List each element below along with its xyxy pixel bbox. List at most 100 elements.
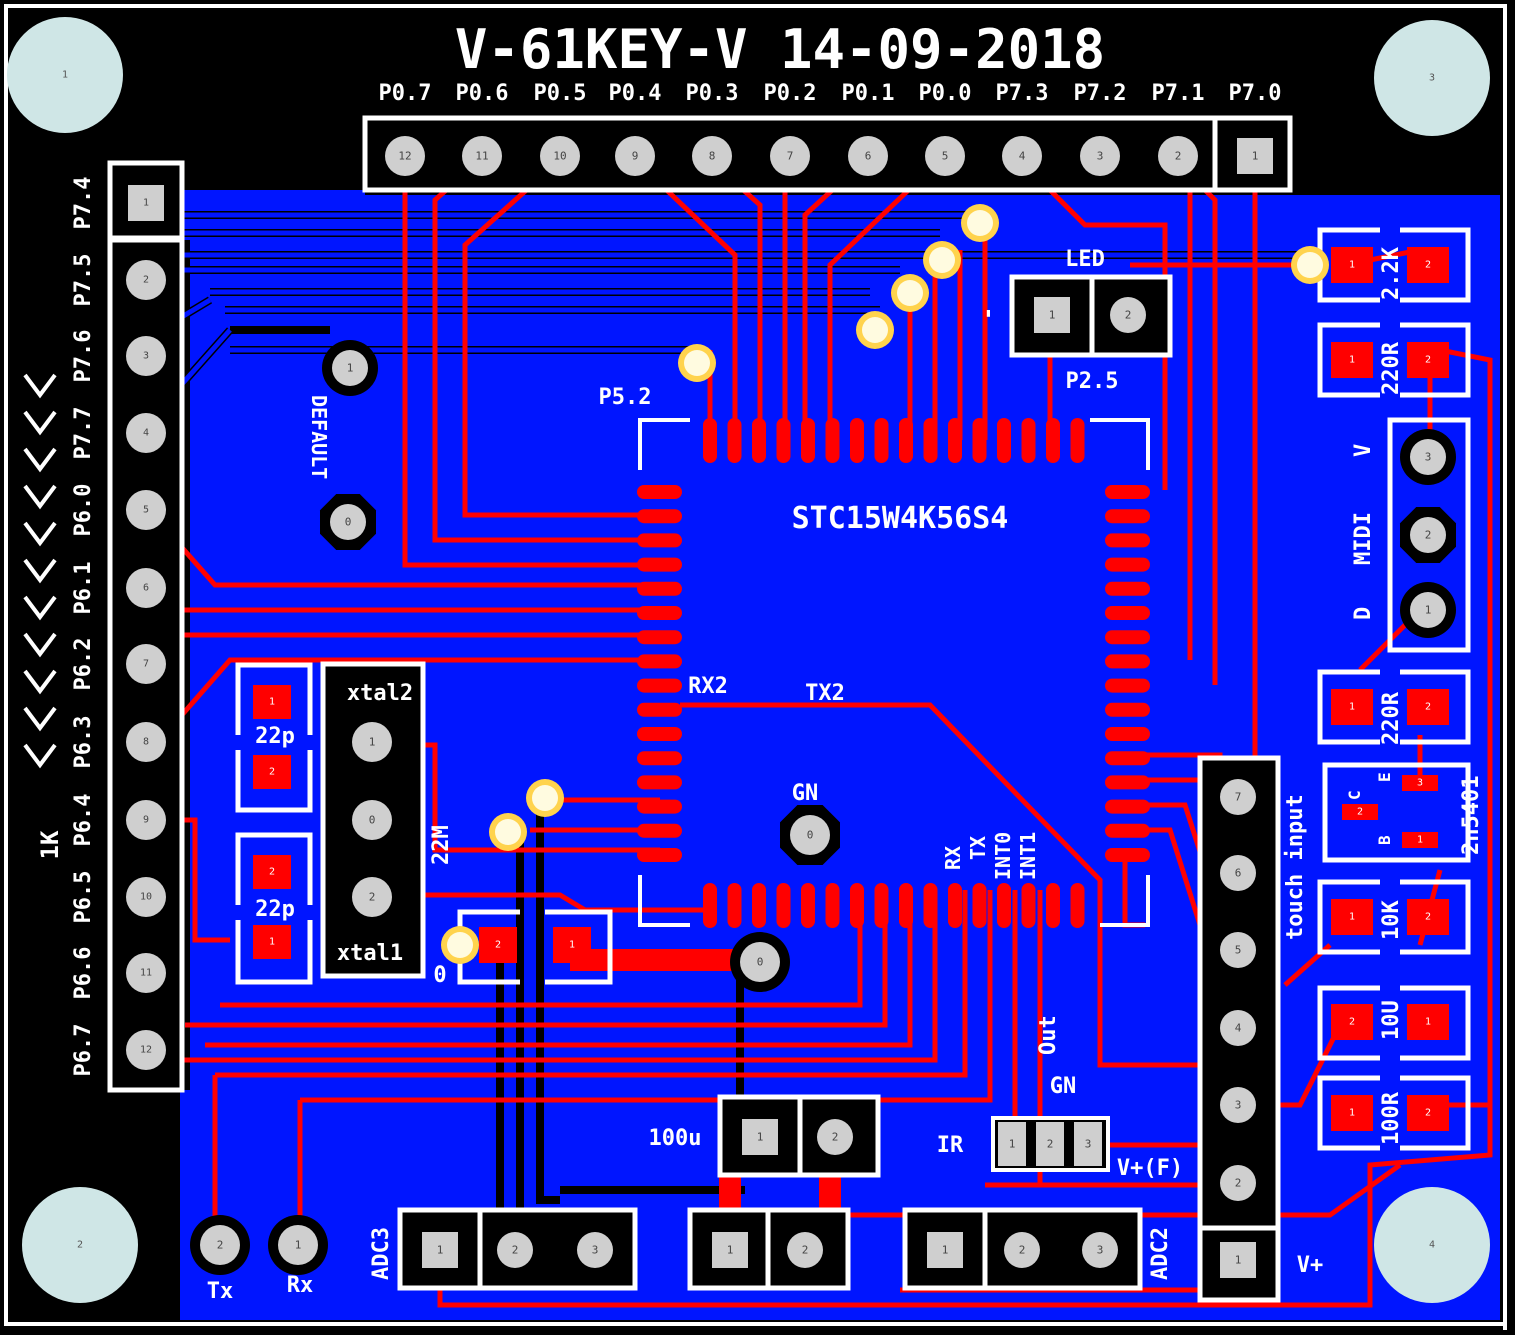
pad-number: 1 (1425, 1017, 1431, 1028)
tx-pad-2: 2 (190, 1215, 250, 1275)
top-header-pin: 7 (770, 136, 810, 176)
chip-pad-bottom (972, 883, 987, 928)
pin-number: 3 (143, 351, 149, 362)
transistor-b-label: B (1375, 835, 1394, 845)
touch-pad-2: 2 (1210, 1155, 1266, 1211)
chip-pad-top (727, 418, 742, 463)
gn-pad-0: 0 (780, 805, 840, 865)
left-header-label: P6.3 (71, 716, 96, 769)
chip-label: STC15W4K56S4 (792, 501, 1009, 536)
chip-pad-left (637, 727, 682, 741)
pin-number: 10 (140, 892, 152, 903)
int0-label: INT0 (991, 832, 1015, 880)
pad-number: 2 (1349, 1017, 1355, 1028)
chip-pad-right (1105, 606, 1150, 620)
default-label: DEFAULT (307, 395, 331, 479)
top-header-label: P0.4 (609, 81, 662, 106)
led-pad-2: 2 (1100, 287, 1156, 343)
mount-hole-number: 4 (1429, 1240, 1435, 1251)
rx2-label: RX2 (688, 674, 728, 699)
top-header-pin: 9 (615, 136, 655, 176)
top-header-label: P7.0 (1229, 81, 1282, 106)
via (856, 311, 894, 349)
via (678, 344, 716, 382)
chip-pad-left (637, 751, 682, 766)
pad-number: 2 (1047, 1138, 1054, 1151)
ir-label: IR (937, 1133, 964, 1158)
xtal-pad-1: 1 (342, 712, 402, 772)
top-header-pin: 3 (1080, 136, 1120, 176)
c10u-pad-2: 2 (1331, 1004, 1373, 1040)
zero-pad-2: 2 (479, 927, 517, 963)
top-header-label: P0.5 (534, 81, 587, 106)
pin-number: 8 (709, 150, 716, 163)
pad-number: 0 (807, 829, 814, 842)
pad-number: 2 (369, 891, 376, 904)
pad-number: 2 (217, 1239, 224, 1252)
pad-number: 2 (1425, 702, 1431, 713)
left-header-pin: 7 (126, 644, 166, 684)
chip-pad-bottom (801, 883, 815, 928)
midi-label: MIDI (1351, 512, 1376, 565)
r100-pad-1: 1 (1331, 1095, 1373, 1131)
pin-number: 3 (1097, 150, 1104, 163)
pad-number: 1 (1009, 1138, 1016, 1151)
cap-22p-b-pad-1: 1 (253, 925, 291, 959)
r-220r-b-label: 220R (1379, 691, 1404, 745)
touch-label: touch input (1283, 794, 1308, 940)
left-header-pin: 4 (126, 413, 166, 453)
mount-holes: 1 3 2 4 (7, 17, 1490, 1303)
crystal-22m-label: 22M (429, 825, 454, 865)
chip-pad-left (637, 485, 682, 499)
chip-pad-top (850, 418, 864, 463)
left-header-label: P7.6 (71, 330, 96, 383)
touch-pad-1: 1 (1214, 1236, 1262, 1284)
default-pad-0: 0 (320, 494, 376, 550)
midi-pad-3: 3 (1400, 429, 1456, 485)
midi-pad-1: 1 (1400, 582, 1456, 638)
pad-number: 2 (1425, 912, 1431, 923)
chip-pad-bottom (1046, 883, 1060, 928)
xtal1-label: xtal1 (337, 941, 403, 966)
adc2-label: ADC2 (1148, 1227, 1173, 1280)
xtal-pad-0: 0 (342, 790, 402, 850)
pin-number: 9 (632, 150, 639, 163)
xtal-pad-2: 2 (342, 867, 402, 927)
pad-number: 1 (1049, 309, 1056, 322)
chip-pad-top (1046, 418, 1060, 463)
top-header-label: P0.1 (842, 81, 895, 106)
pad-number: 1 (295, 1239, 302, 1252)
copper-pour (180, 190, 1500, 1320)
pad-number: 6 (1235, 867, 1242, 880)
chip-pad-bottom (923, 883, 938, 928)
pin-number: 11 (140, 968, 152, 979)
left-header-label: P6.5 (71, 871, 96, 924)
pad-number: 1 (437, 1244, 444, 1257)
rn-chevron (23, 743, 57, 769)
q-pad-2: 2 (1342, 804, 1378, 820)
r100-pad-2: 2 (1407, 1095, 1449, 1131)
left-header-pin: 3 (126, 336, 166, 376)
pin-number: 7 (143, 659, 149, 670)
pad-number: 2 (1425, 529, 1432, 542)
chip-pad-left (637, 630, 682, 645)
zero-pad-1: 1 (553, 927, 591, 963)
left-header-label: P6.2 (71, 638, 96, 691)
pad-number: 1 (347, 362, 354, 375)
pad-number: 2 (1357, 807, 1363, 818)
transistor-c-label: C (1345, 790, 1364, 800)
chip-pad-right (1105, 702, 1150, 717)
resistor-network-silk (23, 373, 57, 769)
touch-pad-3: 3 (1210, 1077, 1266, 1133)
via (891, 274, 929, 312)
rn-chevron (23, 669, 57, 695)
chip-pad-bottom (825, 883, 840, 928)
mid-pad-1: 1 (706, 1226, 754, 1274)
top-header-pin: 8 (692, 136, 732, 176)
chip-pad-top (923, 418, 938, 463)
chip-pad-top (752, 418, 766, 463)
top-header-pin: 1 (1237, 138, 1273, 174)
